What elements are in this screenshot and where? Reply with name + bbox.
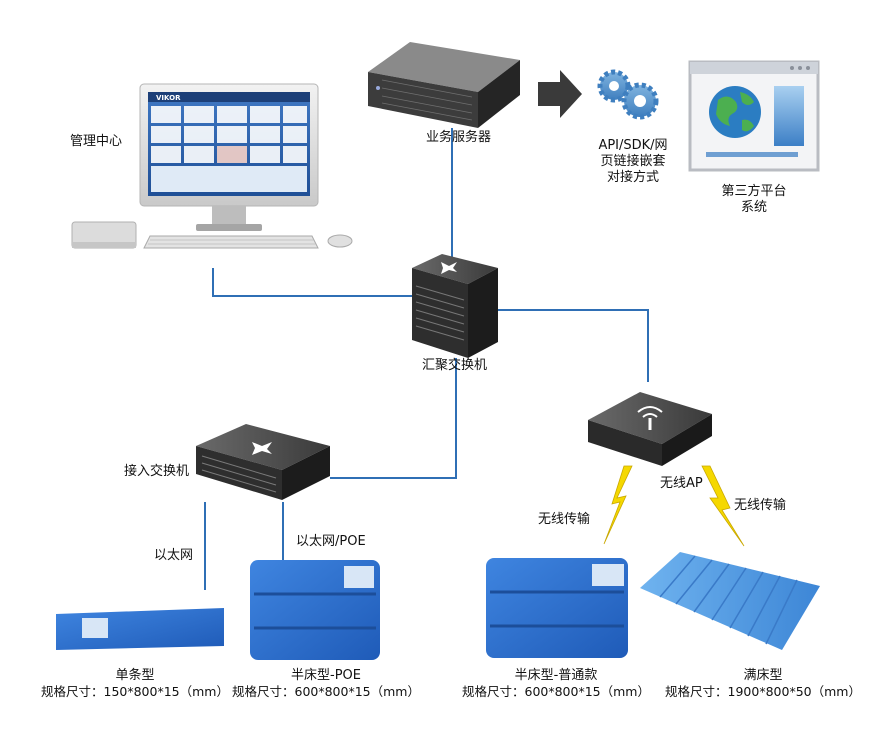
third-party-window (688, 60, 820, 172)
product-full-bed: 满床型 规格尺寸：1900*800*50（mm） (660, 668, 866, 700)
mat-full-bed (640, 552, 820, 650)
mat-half-bed-poe (250, 560, 380, 660)
wifi-icon (637, 406, 663, 418)
line-switch-to-access-switch (330, 358, 457, 479)
aggregation-switch (412, 254, 498, 358)
label-wireless-ap: 无线AP (660, 476, 703, 491)
product-half-bed-poe: 半床型-POE 规格尺寸：600*800*15（mm） (228, 668, 424, 700)
wireless-ap (588, 392, 712, 466)
label-api-integration: API/SDK/网 页链接嵌套 对接方式 (598, 138, 668, 185)
business-server (368, 42, 520, 128)
product-spec: 规格尺寸：150*800*15（mm） (41, 684, 229, 699)
mat-half-bed-standard (486, 558, 628, 658)
label-wireless-left: 无线传输 (538, 512, 591, 527)
label-wireless-right: 无线传输 (734, 498, 787, 513)
line-switch-to-ap (498, 309, 649, 382)
label-aggregation-switch: 汇聚交换机 (422, 358, 488, 373)
product-spec: 规格尺寸：1900*800*50（mm） (665, 684, 861, 699)
label-business-server: 业务服务器 (426, 130, 492, 145)
product-half-bed-standard: 半床型-普通款 规格尺寸：600*800*15（mm） (458, 668, 654, 700)
mat-single-strip (56, 608, 224, 650)
product-name: 半床型-普通款 (514, 668, 598, 683)
product-spec: 规格尺寸：600*800*15（mm） (232, 684, 420, 699)
product-name: 半床型-POE (291, 668, 361, 683)
label-ethernet: 以太网 (154, 548, 194, 563)
access-switch (196, 424, 330, 500)
connection-lines (204, 128, 649, 590)
screen-brand: VIKOR (156, 94, 181, 102)
product-name: 单条型 (115, 668, 155, 683)
gears-icon (597, 69, 659, 120)
line-management-to-switch (212, 268, 418, 297)
product-single-strip: 单条型 规格尺寸：150*800*15（mm） (40, 668, 230, 700)
label-ethernet-poe: 以太网/POE (296, 534, 366, 549)
label-access-switch: 接入交换机 (124, 464, 190, 479)
arrow-right-icon (538, 70, 582, 118)
management-computer: VIKOR (71, 83, 353, 249)
product-spec: 规格尺寸：600*800*15（mm） (462, 684, 650, 699)
label-management-center: 管理中心 (70, 134, 123, 149)
product-name: 满床型 (743, 668, 783, 683)
label-third-party: 第三方平台 系统 (721, 184, 787, 215)
lightning-icon (603, 465, 745, 547)
